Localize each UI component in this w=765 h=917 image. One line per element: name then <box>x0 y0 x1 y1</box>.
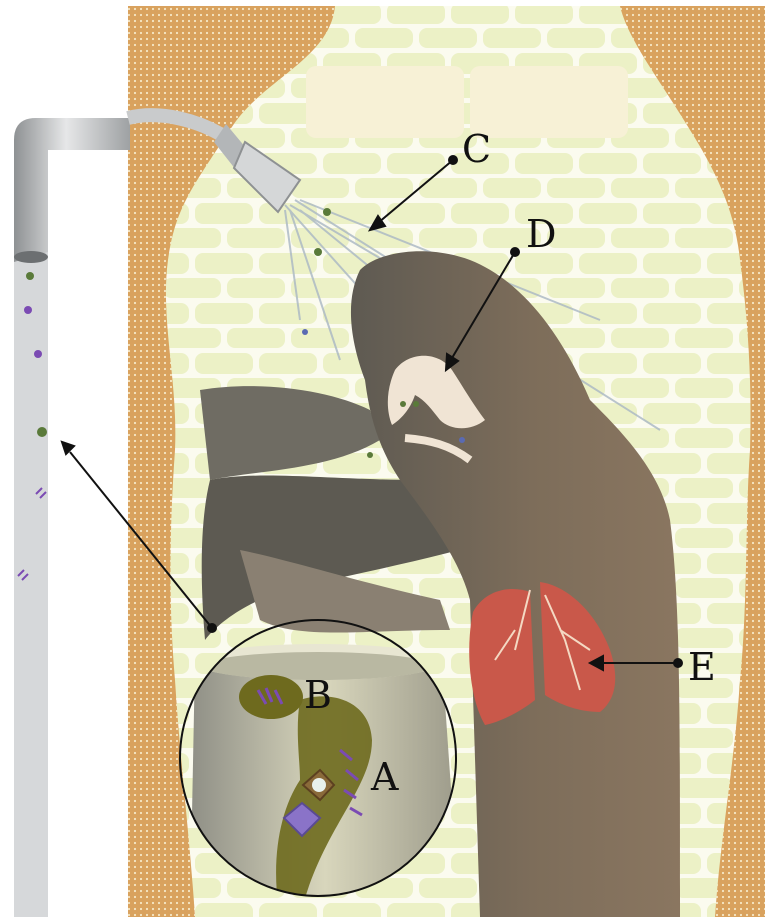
pipe-icon <box>14 118 130 917</box>
tile-top-left <box>306 66 464 138</box>
label-a: A <box>371 758 398 796</box>
label-b: B <box>304 676 332 714</box>
label-c: C <box>462 130 491 168</box>
label-d: D <box>526 215 556 253</box>
tile-top-right <box>470 66 628 138</box>
label-e: E <box>688 648 716 686</box>
